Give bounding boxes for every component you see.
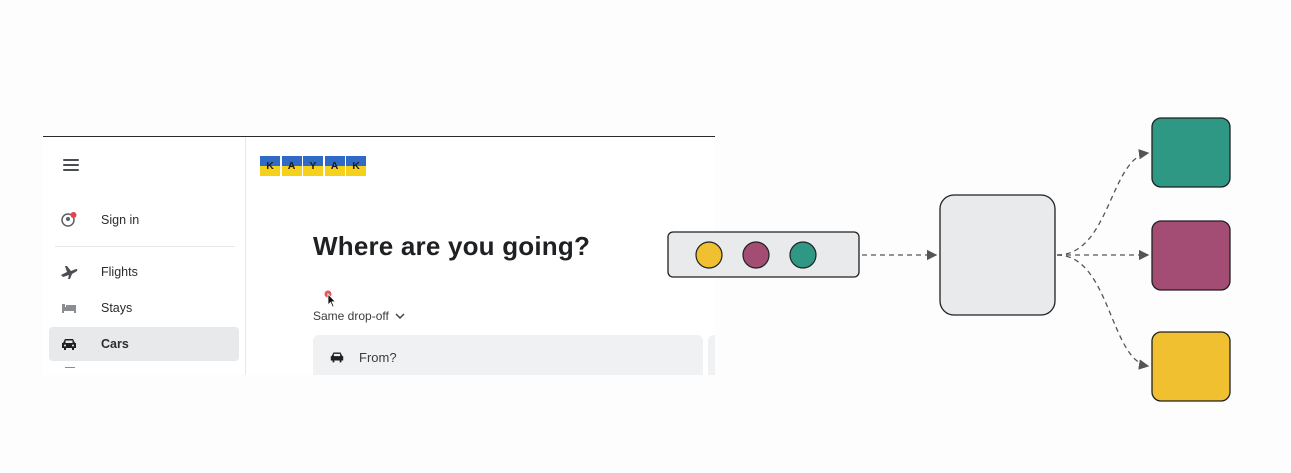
- input-dot: [742, 241, 770, 269]
- sidebar-item-label: Cars: [101, 337, 129, 351]
- output-node: [1151, 331, 1231, 402]
- dropoff-label: Same drop-off: [313, 309, 389, 323]
- car-icon: [59, 334, 79, 354]
- sidebar-item-cars[interactable]: Cars: [49, 327, 239, 361]
- bed-icon: [59, 298, 79, 318]
- output-node: [1151, 220, 1231, 291]
- sidebar-item-label: Sign in: [101, 213, 140, 227]
- chevron-down-icon: [395, 313, 405, 319]
- dropoff-selector[interactable]: Same drop-off: [313, 309, 405, 323]
- input-dot: [789, 241, 817, 269]
- sidebar-item-flights[interactable]: Flights: [49, 255, 239, 289]
- next-input-partial[interactable]: [708, 335, 715, 375]
- sidebar: Sign in Flights Stays: [43, 137, 246, 375]
- logo-letter: A: [281, 156, 302, 176]
- arrow-connector: [1056, 149, 1150, 256]
- sidebar-item-sign-in[interactable]: Sign in: [49, 203, 239, 237]
- sidebar-item-stays[interactable]: Stays: [49, 291, 239, 325]
- plane-icon: [59, 262, 79, 282]
- user-alert-icon: [59, 210, 79, 230]
- arrow-connector: [1056, 254, 1150, 370]
- from-placeholder: From?: [359, 349, 397, 365]
- processor-node: [939, 194, 1056, 316]
- kayak-screenshot: Sign in Flights Stays: [43, 136, 715, 375]
- logo-letter: A: [324, 156, 345, 176]
- sidebar-item-partial-icon: [65, 367, 75, 375]
- sidebar-item-label: Stays: [101, 301, 133, 315]
- menu-icon[interactable]: [61, 157, 81, 173]
- car-icon: [330, 352, 344, 363]
- input-dot: [695, 241, 723, 269]
- sidebar-item-label: Flights: [101, 265, 138, 279]
- logo-letter: Y: [303, 156, 323, 176]
- logo-letter: K: [346, 156, 366, 176]
- cursor-click-icon: [324, 290, 337, 308]
- logo-letter: K: [260, 156, 280, 176]
- sidebar-divider: [55, 246, 235, 247]
- page-title: Where are you going?: [313, 231, 591, 261]
- output-node: [1151, 117, 1231, 188]
- input-node: [667, 231, 860, 278]
- from-input[interactable]: From?: [313, 335, 703, 375]
